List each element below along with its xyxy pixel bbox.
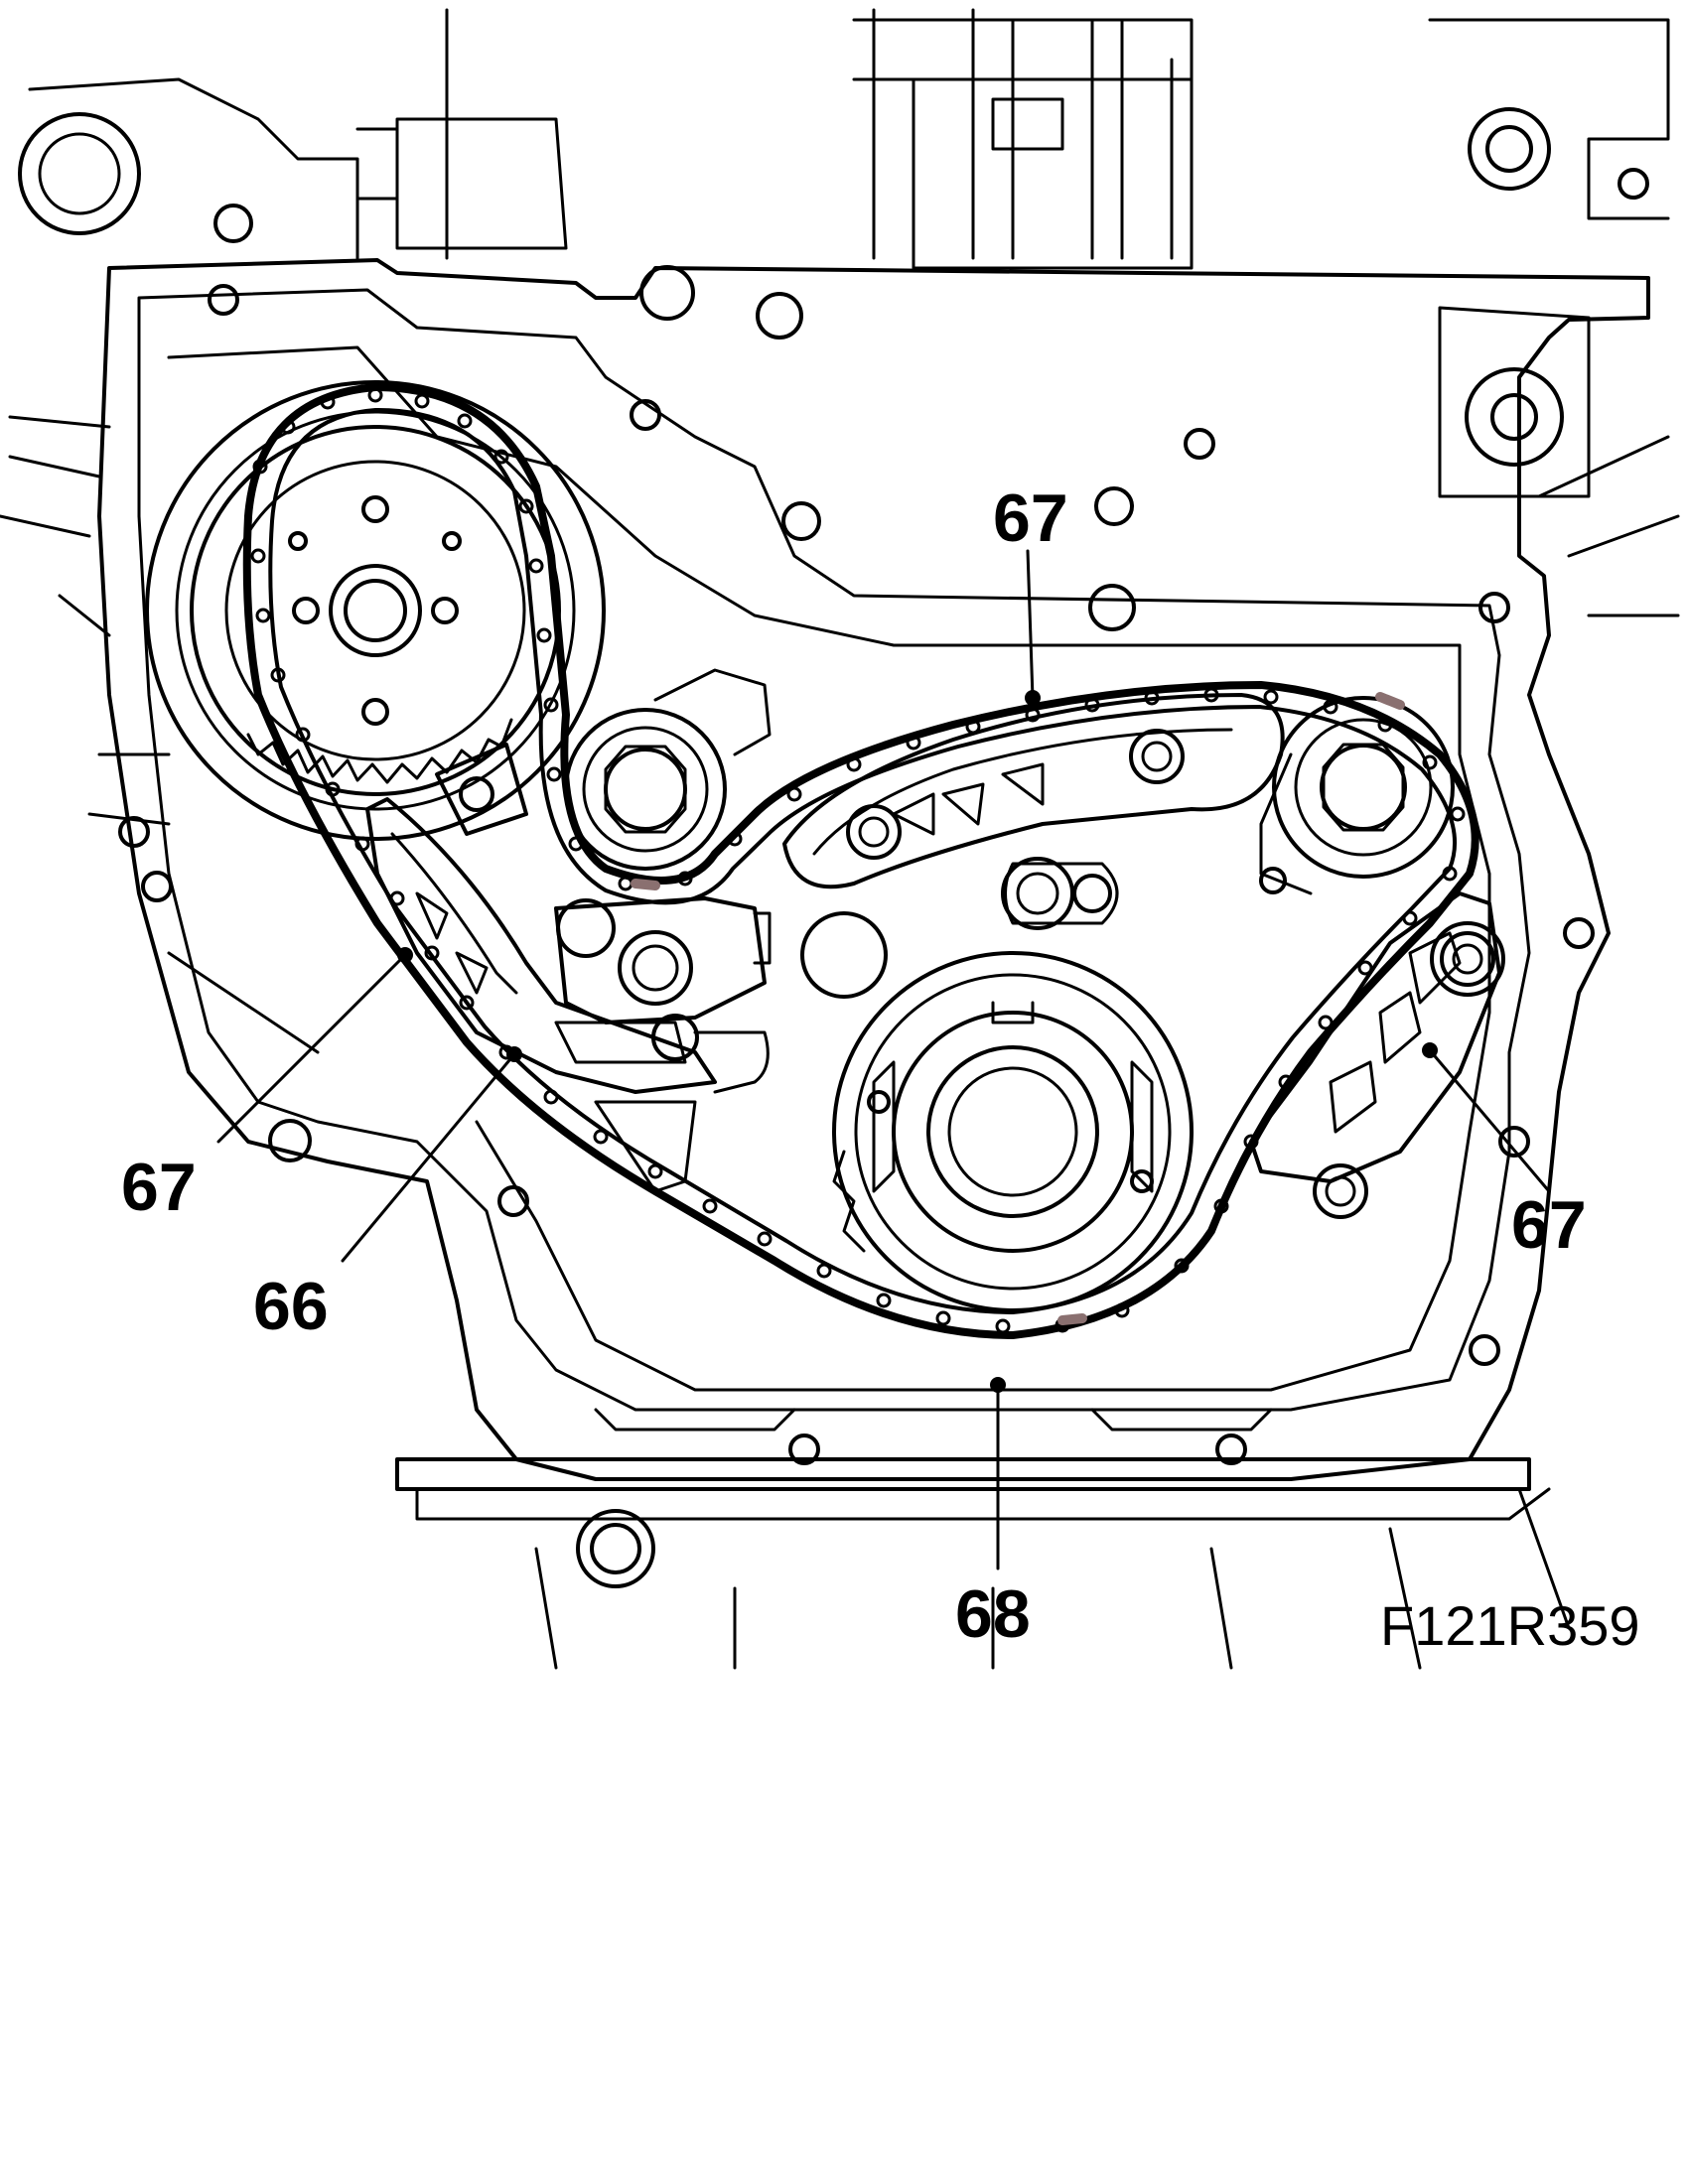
timing-chain (242, 383, 1479, 1339)
crank-sprocket (832, 951, 1194, 1312)
cover-bolt-holes (118, 284, 1595, 1465)
upper-accessories (18, 107, 1649, 1588)
right-cam-sprocket (1259, 696, 1455, 895)
right-chain-guide (1249, 891, 1505, 1183)
upper-left-sprocket (145, 380, 606, 841)
intermediate-sprocket (564, 668, 772, 871)
hydraulic-tensioner (554, 896, 772, 1094)
callout-top-guide: 67 (993, 480, 1068, 556)
callout-right-guide: 67 (1511, 1187, 1587, 1263)
callout-left-guide: 67 (121, 1150, 197, 1225)
center-fasteners (800, 729, 1495, 1219)
left-tensioner-rail (365, 797, 717, 1193)
leader-dots (397, 690, 1438, 1393)
timing-cover-outline (0, 8, 1680, 1670)
leader-lines (216, 549, 1551, 1570)
callout-tensioner-rail: 66 (253, 1269, 329, 1344)
upper-chain-guide (782, 693, 1285, 889)
figure-code: F121R359 (1380, 1594, 1640, 1657)
left-bracket (435, 743, 528, 836)
callout-chain: 68 (955, 1576, 1031, 1652)
